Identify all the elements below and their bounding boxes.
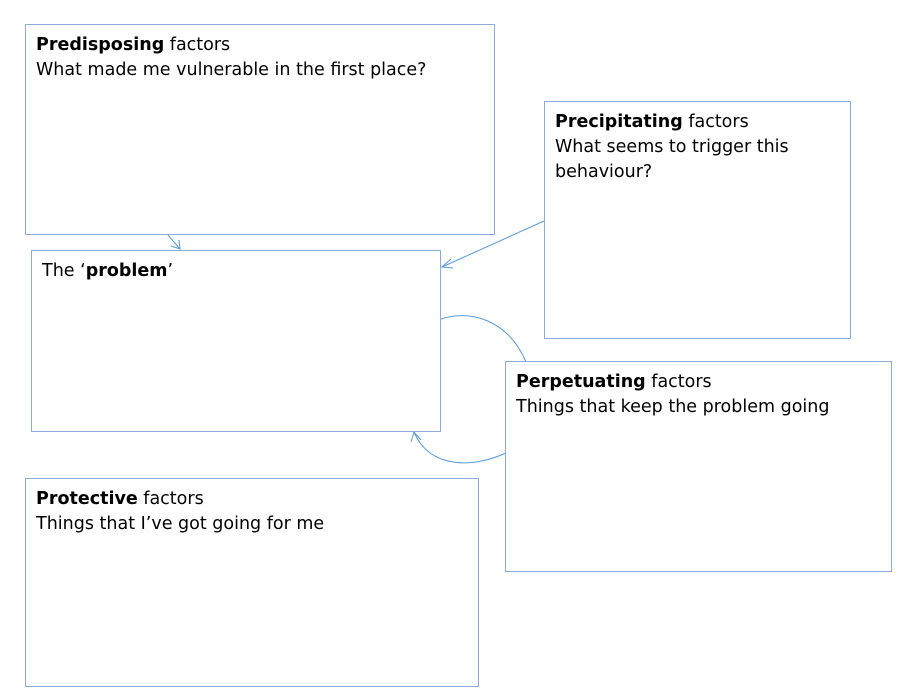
predisposing-question: What made me vulnerable in the first pla…	[36, 60, 427, 80]
predisposing-title-rest: factors	[164, 35, 231, 55]
precipitating-arrowhead	[440, 258, 454, 269]
protective-title-rest: factors	[137, 489, 204, 509]
protective-title: Protective factors	[36, 487, 468, 512]
perpetuating-arrowhead	[410, 430, 422, 443]
precipitating-question-line-2: behaviour?	[555, 162, 653, 182]
perpetuating-factors-box: Perpetuating factors Things that keep th…	[505, 361, 892, 572]
perpetuating-title: Perpetuating factors	[516, 370, 881, 395]
predisposing-title: Predisposing factors	[36, 33, 484, 58]
precipitating-title: Precipitating factors	[555, 110, 840, 135]
precipitating-title-rest: factors	[682, 112, 749, 132]
precipitating-factors-box: Precipitating factors What seems to trig…	[544, 101, 851, 339]
precipitating-question-line-1: What seems to trigger this	[555, 137, 789, 157]
problem-suffix: ’	[167, 261, 174, 281]
problem-bold: problem	[85, 261, 168, 281]
perpetuating-to-problem-curve	[413, 431, 509, 464]
perpetuating-title-bold: Perpetuating	[516, 372, 646, 392]
problem-title: The ‘problem’	[42, 259, 430, 284]
predisposing-title-bold: Predisposing	[36, 35, 165, 55]
predisposing-factors-box: Predisposing factors What made me vulner…	[25, 24, 495, 235]
protective-factors-box: Protective factors Things that I’ve got …	[25, 478, 479, 687]
precipitating-title-bold: Precipitating	[555, 112, 683, 132]
problem-prefix: The ‘	[42, 261, 86, 281]
perpetuating-description: Things that keep the problem going	[516, 397, 830, 417]
problem-box: The ‘problem’	[31, 250, 441, 432]
perpetuating-title-rest: factors	[645, 372, 712, 392]
predisposing-arrowhead	[170, 239, 181, 250]
protective-description: Things that I’ve got going for me	[36, 514, 325, 534]
problem-to-perpetuating-curve	[437, 315, 527, 363]
protective-title-bold: Protective	[36, 489, 138, 509]
